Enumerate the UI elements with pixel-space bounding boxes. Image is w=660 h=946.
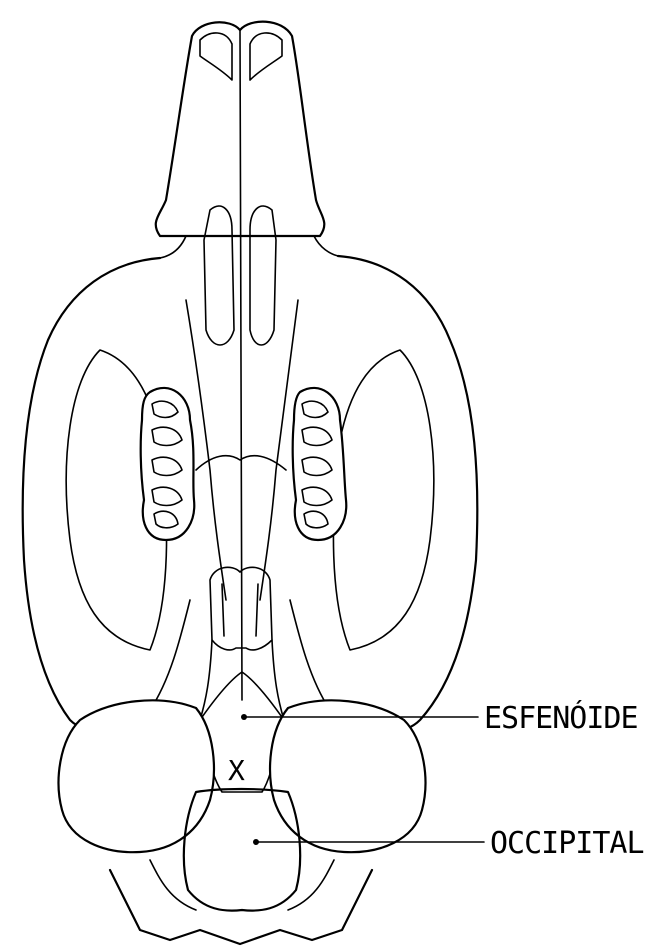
esfenoide-label: ESFENÓIDE xyxy=(484,699,638,736)
occipital-label: OCCIPITAL xyxy=(490,826,644,861)
left-molar-row xyxy=(141,388,195,540)
midline xyxy=(240,30,242,700)
snout-outline xyxy=(156,22,338,258)
x-mark-label: X xyxy=(228,754,245,787)
right-molar-row xyxy=(293,388,347,540)
pterygoid-region xyxy=(150,567,330,720)
